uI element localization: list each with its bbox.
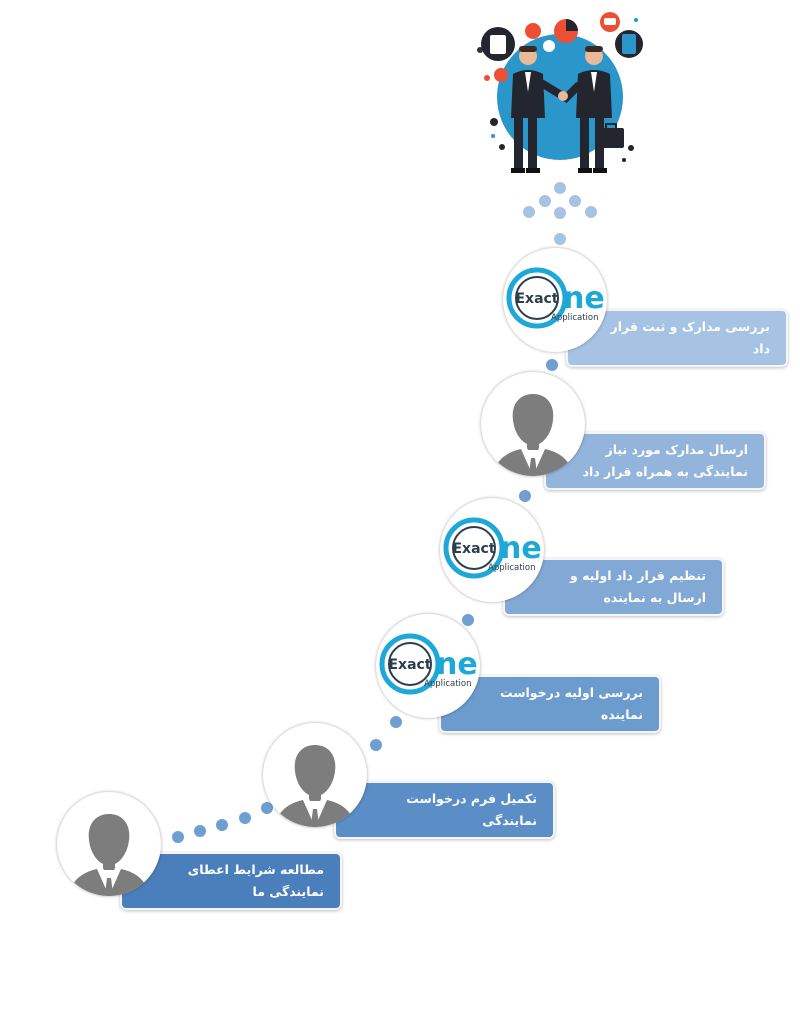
connector-dot (239, 812, 251, 824)
connector-dot (462, 614, 474, 626)
logo-text-one: ne (500, 531, 542, 566)
connector-dot (554, 182, 566, 194)
step-label-6: بررسی مدارک و ثبت قرار داد (610, 319, 771, 356)
step-label-2: تکمیل فرم درخواست نمایندگی (406, 791, 537, 828)
connector-dot (172, 831, 184, 843)
connector-dot (569, 195, 581, 207)
step-label-5: ارسال مدارک مورد نیاز نمایندگی به همراه … (582, 442, 748, 479)
connector-dot (546, 359, 558, 371)
logo-text-application: Application (551, 313, 599, 323)
connector-dot (390, 716, 402, 728)
connector-dot (370, 739, 382, 751)
logo-text-exact: Exact (452, 541, 495, 557)
connector-dot (523, 206, 535, 218)
step-label-1: مطالعه شرایط اعطای نمایندگی ما (187, 862, 324, 899)
connector-dot (194, 825, 206, 837)
logo-text-application: Application (424, 679, 472, 689)
connector-dot (539, 195, 551, 207)
person-silhouette-icon (493, 394, 573, 476)
step-circle-1 (57, 792, 161, 896)
logo-text-one: ne (436, 647, 478, 682)
logo-text-exact: Exact (388, 657, 431, 673)
connector-dot (261, 802, 273, 814)
step-circle-5 (481, 372, 585, 476)
briefcase-icon (598, 128, 624, 148)
person-silhouette-icon (69, 814, 149, 896)
logo-text-exact: Exact (515, 291, 558, 307)
connector-dot (519, 490, 531, 502)
logo-text-one: ne (563, 281, 605, 316)
step-label-4: تنظیم قرار داد اولیه و ارسال به نماینده (569, 568, 706, 605)
connector-dot (554, 233, 566, 245)
logo-text-application: Application (488, 563, 536, 573)
step-circle-2 (263, 723, 367, 827)
person-silhouette-icon (275, 745, 355, 827)
connector-dot (585, 206, 597, 218)
connector-dot (554, 207, 566, 219)
connector-dot (216, 819, 228, 831)
step-label-3: بررسی اولیه درخواست نماینده (499, 685, 643, 722)
step-box-2: تکمیل فرم درخواست نمایندگی (334, 781, 555, 839)
